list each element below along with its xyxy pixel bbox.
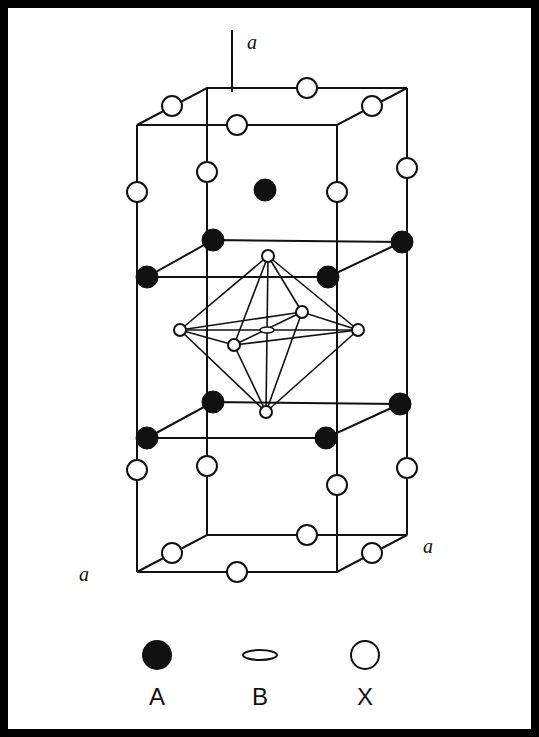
legend-label: A: [149, 685, 165, 709]
unit-cell: [137, 30, 407, 572]
a-atoms: [136, 179, 413, 449]
legend-label: B: [252, 685, 268, 709]
x-atoms: [127, 78, 417, 582]
octahedron: [180, 256, 358, 412]
legend-label: X: [357, 685, 373, 709]
axis-label: a: [423, 536, 433, 556]
axis-label: a: [247, 32, 257, 52]
axis-label: a: [79, 564, 89, 584]
legend-symbols: [142, 640, 379, 670]
